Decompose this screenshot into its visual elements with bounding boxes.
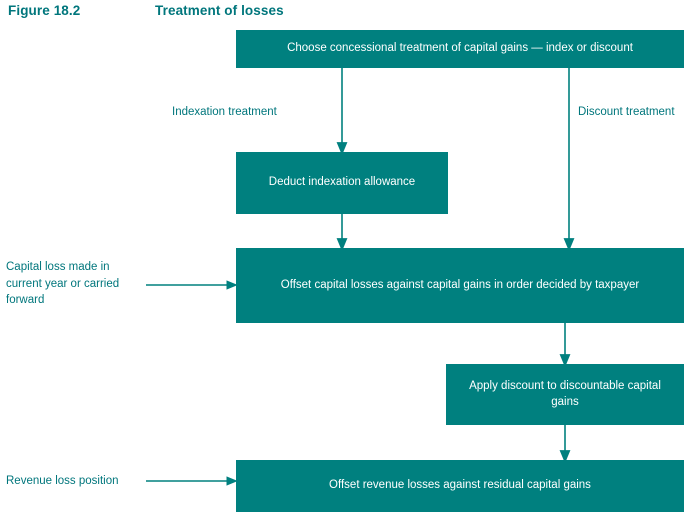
- node-choose-concessional-treatment: Choose concessional treatment of capital…: [236, 30, 684, 68]
- branch-label-discount: Discount treatment: [578, 106, 675, 118]
- input-label-capital-loss: Capital loss made in current year or car…: [6, 261, 120, 307]
- node-choose-label: Choose concessional treatment of capital…: [287, 42, 633, 55]
- node-apply-discount-label: Apply discount to discountable capital g…: [469, 379, 661, 408]
- node-offset-revenue-losses: Offset revenue losses against residual c…: [236, 460, 684, 512]
- figure-title: Treatment of losses: [155, 3, 284, 18]
- node-deduct-label: Deduct indexation allowance: [268, 176, 416, 189]
- node-offset-capital-losses: Offset capital losses against capital ga…: [236, 248, 684, 323]
- branch-label-indexation: Indexation treatment: [172, 106, 277, 118]
- node-deduct-indexation-allowance: Deduct indexation allowance: [236, 152, 448, 214]
- node-apply-discount: Apply discount to discountable capital g…: [446, 364, 684, 425]
- input-label-revenue-loss: Revenue loss position: [6, 475, 119, 487]
- node-offset-revenue-label: Offset revenue losses against residual c…: [329, 479, 591, 492]
- node-offset-capital-label: Offset capital losses against capital ga…: [280, 278, 640, 291]
- figure-number: Figure 18.2: [8, 3, 81, 18]
